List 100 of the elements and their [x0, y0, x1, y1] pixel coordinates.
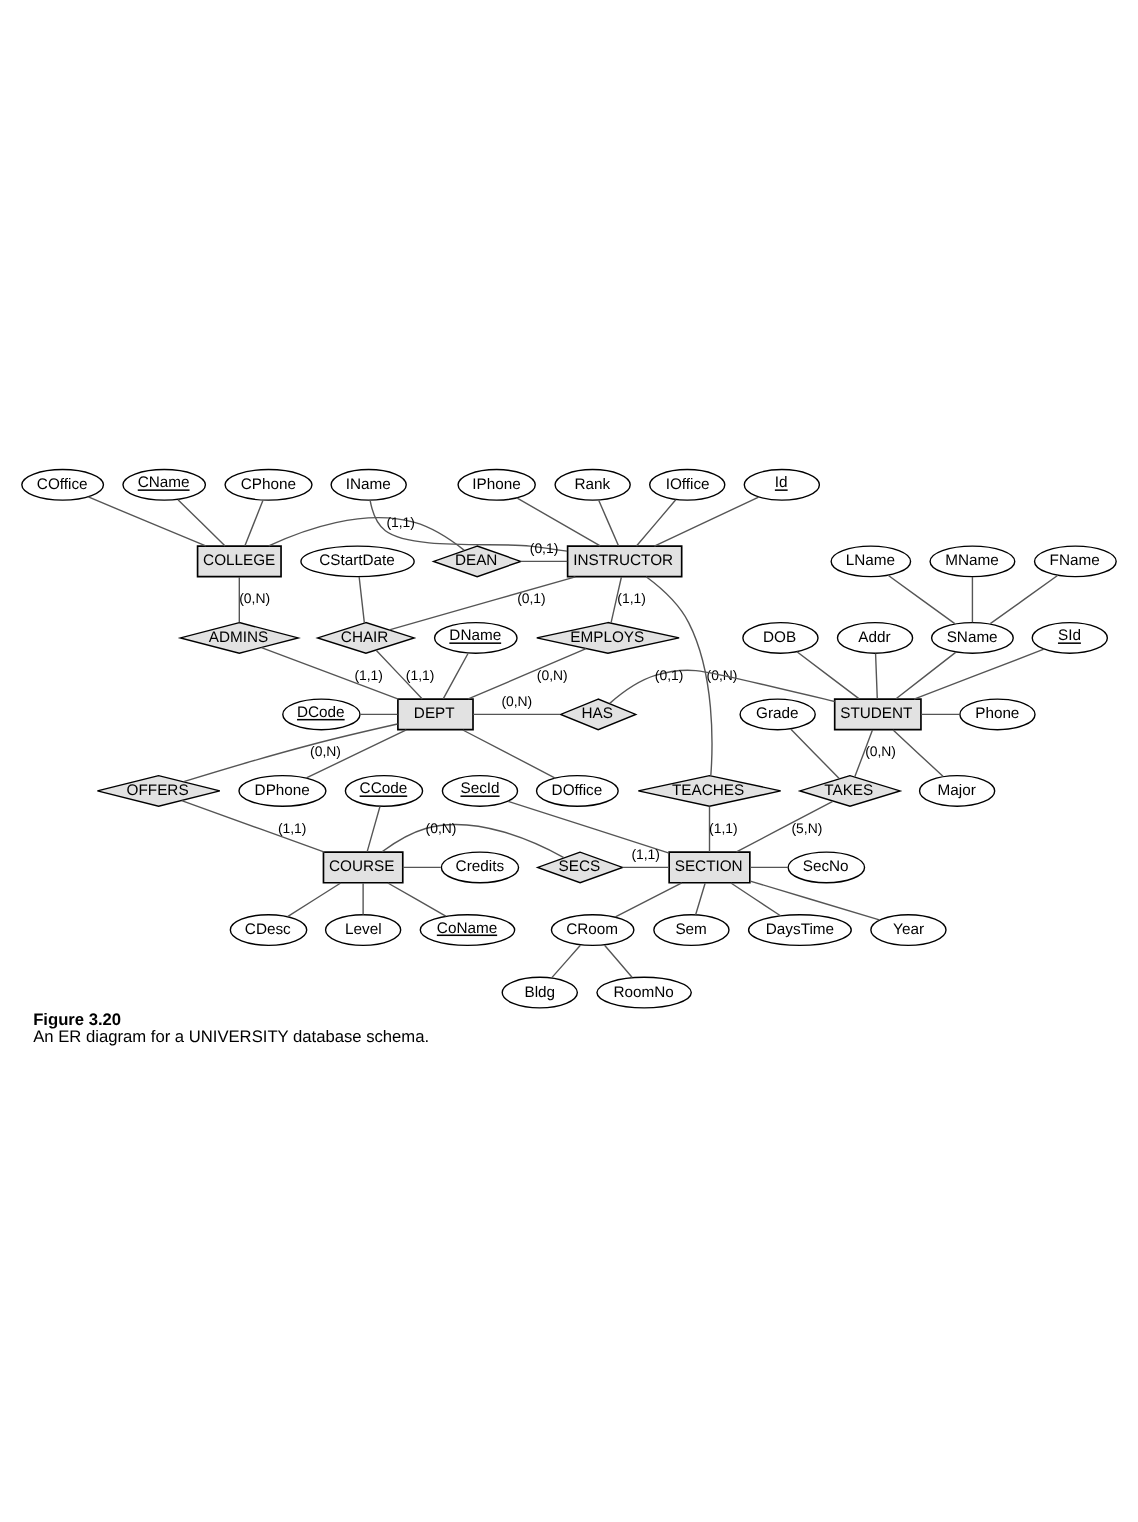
connector: [462, 729, 556, 779]
connector: [614, 882, 683, 918]
node-ellipse: SecNo: [787, 851, 866, 884]
node-ellipse: CCode: [344, 774, 424, 807]
connector: [796, 651, 860, 700]
node-ellipse: SName: [930, 621, 1014, 654]
connector: [550, 944, 582, 979]
node-ellipse: CDesc: [229, 914, 308, 946]
node-ellipse: Bldg: [501, 976, 579, 1009]
connector: [402, 866, 442, 869]
connector: [609, 669, 836, 705]
node-diamond: HAS: [558, 698, 638, 731]
connector: [381, 823, 565, 859]
node-ellipse: MName: [929, 545, 1016, 578]
node-ellipse: DPhone: [238, 774, 327, 807]
node-box: COURSE: [322, 851, 404, 884]
connector: [507, 800, 670, 854]
connector: [369, 499, 568, 552]
node-box: DEPT: [397, 698, 474, 731]
node-ellipse: DOffice: [535, 774, 619, 807]
node-diamond: DEAN: [431, 545, 523, 578]
node-ellipse: DOB: [742, 621, 819, 654]
node-ellipse: Grade: [739, 698, 816, 731]
node-ellipse: CStartDate: [300, 545, 415, 578]
connector: [519, 560, 568, 563]
node-diamond: TAKES: [797, 774, 903, 807]
caption: An ER diagram for a UNIVERSITY database schema.: [33, 1026, 430, 1047]
node-ellipse: Major: [918, 774, 996, 807]
connector: [708, 805, 711, 853]
node-box: STUDENT: [833, 698, 922, 731]
connector: [895, 651, 957, 700]
connector: [694, 882, 706, 916]
connector: [181, 799, 326, 853]
connector: [388, 576, 577, 631]
connector: [749, 880, 881, 921]
node-box: SECTION: [668, 851, 751, 884]
node-diamond: OFFERS: [96, 774, 221, 807]
connector: [375, 649, 423, 700]
node-diamond: ADMINS: [177, 621, 301, 654]
node-ellipse: DName: [433, 621, 518, 654]
diagram-title: Figure 3.20: [33, 1009, 122, 1030]
node-ellipse: Rank: [554, 468, 631, 501]
connector: [790, 728, 840, 780]
connector: [366, 805, 381, 853]
connector: [472, 713, 561, 716]
connector: [749, 866, 789, 869]
connector: [920, 713, 961, 716]
connector: [359, 713, 399, 716]
node-ellipse: LName: [830, 545, 912, 578]
connector: [244, 499, 264, 547]
node-ellipse: DaysTime: [747, 914, 852, 946]
connector: [892, 729, 944, 778]
connector: [305, 729, 407, 779]
connector: [854, 729, 874, 778]
connector: [874, 652, 878, 700]
connector: [268, 517, 465, 552]
node-ellipse: Phone: [959, 698, 1036, 731]
connector: [645, 576, 713, 777]
connector: [635, 499, 677, 547]
node-ellipse: RoomNo: [596, 976, 692, 1009]
connector: [516, 497, 601, 547]
connector: [362, 882, 364, 916]
connector: [603, 944, 633, 979]
connector: [358, 576, 366, 624]
node-ellipse: SecId: [441, 774, 519, 807]
connector: [653, 496, 760, 547]
node-ellipse: FName: [1033, 545, 1117, 578]
node-diamond: TEACHES: [637, 774, 782, 807]
node-ellipse: Id: [743, 468, 821, 501]
connector: [286, 882, 342, 918]
connector: [238, 576, 240, 623]
node-ellipse: SId: [1031, 621, 1109, 654]
node-ellipse: IName: [330, 468, 407, 501]
node-ellipse: Level: [324, 914, 402, 946]
connector: [971, 576, 974, 623]
node-ellipse: Addr: [836, 621, 914, 654]
connector: [989, 574, 1059, 625]
node-diamond: SECS: [535, 851, 625, 884]
connector: [598, 499, 620, 547]
node-box: COLLEGE: [196, 545, 282, 578]
node-ellipse: Credits: [440, 851, 520, 884]
connector: [387, 882, 447, 917]
connector: [735, 800, 834, 853]
node-ellipse: IPhone: [457, 468, 536, 501]
connector: [621, 866, 670, 869]
node-ellipse: Sem: [653, 914, 730, 946]
connector: [610, 576, 623, 624]
node-ellipse: Year: [870, 914, 947, 946]
node-ellipse: CPhone: [224, 468, 313, 501]
node-diamond: EMPLOYS: [536, 621, 680, 654]
node-ellipse: CRoom: [550, 914, 635, 946]
connector: [467, 647, 587, 700]
node-ellipse: COffice: [21, 468, 105, 501]
node-ellipse: DCode: [282, 698, 361, 731]
connector: [913, 648, 1045, 700]
connector: [887, 574, 956, 625]
node-ellipse: CName: [122, 468, 207, 501]
node-ellipse: CoName: [419, 914, 516, 946]
connector: [177, 499, 226, 547]
node-ellipse: IOffice: [649, 468, 726, 501]
